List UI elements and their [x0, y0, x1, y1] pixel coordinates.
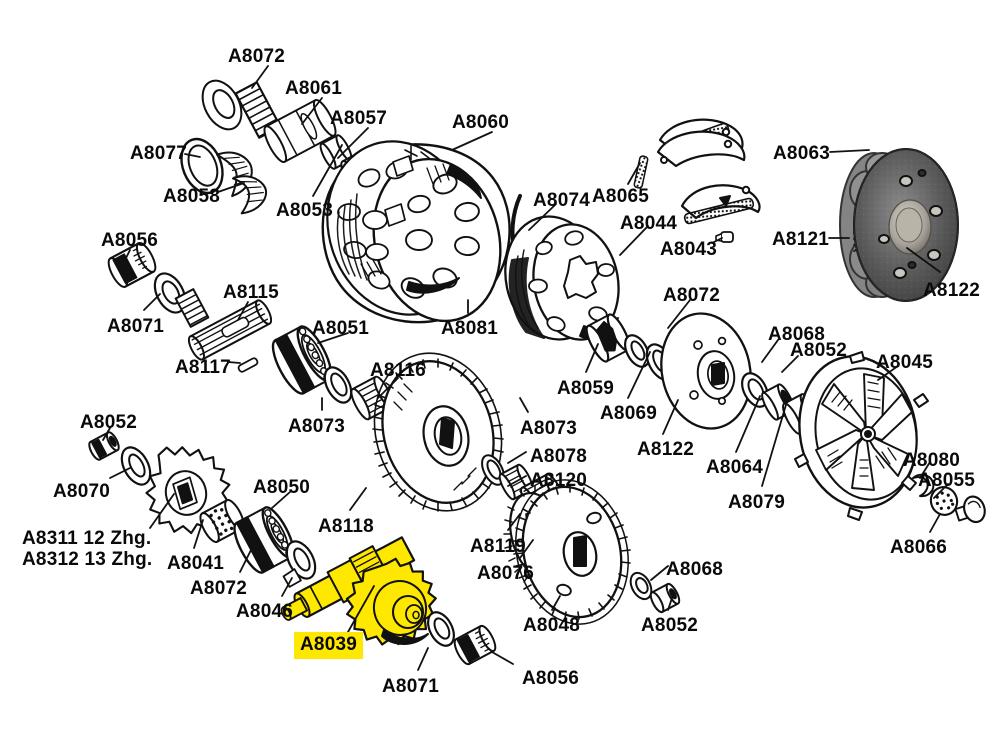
part-label-a8051: A8051 — [312, 318, 369, 339]
part-label-a8071-bot: A8071 — [382, 676, 439, 697]
part-label-a8061: A8061 — [285, 78, 342, 99]
part-label-a8060: A8060 — [452, 112, 509, 133]
part-label-a8118: A8118 — [318, 516, 374, 537]
part-label-a8117: A8117 — [175, 357, 231, 378]
part-label-a8072-top: A8072 — [228, 46, 285, 67]
part-label-a8039: A8039 — [294, 632, 363, 660]
part-label-a8053: A8053 — [276, 200, 333, 221]
part-label-a8116: A8116 — [370, 360, 426, 381]
part-label-a8122-top: A8122 — [923, 280, 980, 301]
part-label-a8064: A8064 — [706, 457, 763, 478]
part-label-a8122-mid: A8122 — [637, 439, 694, 460]
part-label-a8074: A8074 — [533, 190, 590, 211]
part-label-a8059: A8059 — [557, 378, 614, 399]
part-label-a8073-left: A8073 — [288, 416, 345, 437]
part-label-a8048: A8048 — [523, 615, 580, 636]
part-label-a8121: A8121 — [772, 229, 829, 250]
part-label-a8069: A8069 — [600, 403, 657, 424]
part-label-a8071-top: A8071 — [107, 316, 164, 337]
part-label-a8077: A8077 — [130, 143, 187, 164]
part-label-a8052-right: A8052 — [790, 340, 847, 361]
part-label-a8115: A8115 — [223, 282, 279, 303]
part-label-a8073-mid: A8073 — [520, 418, 577, 439]
part-label-a8076: A8076 — [477, 563, 534, 584]
part-label-a8081: A8081 — [441, 318, 498, 339]
part-label-a8072-right: A8072 — [663, 285, 720, 306]
part-label-a8080: A8080 — [903, 450, 960, 471]
part-label-a8068-bot: A8068 — [666, 559, 723, 580]
part-label-a8057: A8057 — [330, 108, 387, 129]
part-label-a8052-left: A8052 — [80, 412, 137, 433]
part-label-a8052-bot: A8052 — [641, 615, 698, 636]
part-label-a8058: A8058 — [163, 186, 220, 207]
part-label-a8043: A8043 — [660, 239, 717, 260]
part-label-a8066: A8066 — [890, 537, 947, 558]
part-label-a8068-right: A8068 — [768, 324, 825, 345]
part-label-a8078: A8078 — [530, 446, 587, 467]
part-label-a8041: A8041 — [167, 553, 224, 574]
part-label-a8056-top: A8056 — [101, 230, 158, 251]
part-label-a8044: A8044 — [620, 213, 677, 234]
part-label-a8056-bot: A8056 — [522, 668, 579, 689]
part-label-a8072-mid: A8072 — [190, 578, 247, 599]
part-label-a8063: A8063 — [773, 143, 830, 164]
part-label-a8311: A8311 12 Zhg. — [22, 528, 152, 549]
part-label-a8312: A8312 13 Zhg. — [22, 549, 153, 570]
part-label-a8046: A8046 — [236, 601, 293, 622]
part-label-a8050: A8050 — [253, 477, 310, 498]
part-label-a8045: A8045 — [876, 352, 933, 373]
part-label-a8070: A8070 — [53, 481, 110, 502]
part-label-a8119: A8119 — [470, 536, 526, 557]
part-label-a8079: A8079 — [728, 492, 785, 513]
part-label-a8055: A8055 — [918, 470, 975, 491]
part-label-a8065: A8065 — [592, 186, 649, 207]
part-label-a8120: A8120 — [530, 470, 587, 491]
